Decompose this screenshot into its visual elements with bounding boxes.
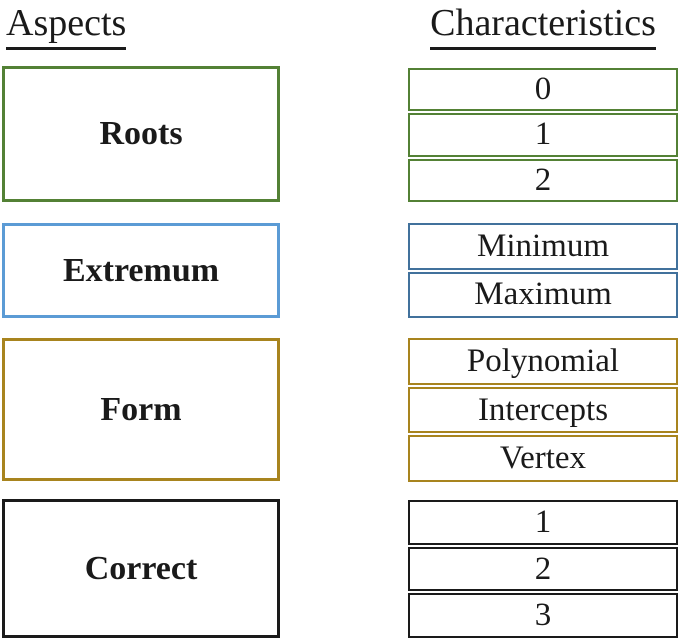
- characteristics-header-label: Characteristics: [430, 2, 656, 50]
- aspect-label-form: Form: [100, 390, 182, 428]
- aspect-label-extremum: Extremum: [62, 251, 220, 289]
- characteristics-group-extremum: Minimum Maximum: [408, 223, 678, 318]
- characteristic-label: 1: [534, 116, 552, 153]
- characteristics-group-roots: 0 1 2: [408, 68, 678, 202]
- characteristic-label: 3: [534, 597, 552, 634]
- characteristic-label: Minimum: [476, 227, 610, 264]
- characteristic-label: Intercepts: [477, 391, 609, 428]
- characteristic-label: Vertex: [499, 440, 587, 477]
- characteristic-cell-form-1: Intercepts: [408, 386, 678, 434]
- characteristic-label: Polynomial: [466, 342, 620, 379]
- characteristic-cell-roots-0: 0: [408, 68, 678, 112]
- characteristic-cell-extremum-1: Maximum: [408, 271, 678, 318]
- characteristic-label: 0: [534, 71, 552, 108]
- characteristic-cell-form-0: Polynomial: [408, 338, 678, 385]
- aspect-label-correct: Correct: [84, 549, 198, 587]
- aspect-label-roots: Roots: [99, 115, 183, 152]
- characteristics-group-correct: 1 2 3: [408, 500, 678, 639]
- characteristic-cell-extremum-0: Minimum: [408, 223, 678, 270]
- characteristic-label: 1: [534, 503, 552, 540]
- characteristic-cell-correct-2: 3: [408, 593, 678, 639]
- characteristic-cell-roots-1: 1: [408, 113, 678, 157]
- aspects-header-label: Aspects: [6, 2, 127, 50]
- aspect-box-roots: Roots: [2, 66, 280, 202]
- characteristic-cell-form-2: Vertex: [408, 435, 678, 483]
- characteristic-label: 2: [534, 550, 552, 587]
- characteristic-label: Maximum: [474, 276, 612, 313]
- characteristic-label: 2: [534, 161, 552, 198]
- characteristics-group-form: Polynomial Intercepts Vertex: [408, 338, 678, 483]
- aspect-box-extremum: Extremum: [2, 223, 280, 318]
- aspects-column-header: Aspects: [6, 2, 127, 50]
- characteristic-cell-roots-2: 2: [408, 158, 678, 202]
- characteristic-cell-correct-0: 1: [408, 500, 678, 545]
- characteristics-column-header: Characteristics: [408, 2, 678, 50]
- aspect-box-form: Form: [2, 338, 280, 481]
- aspect-box-correct: Correct: [2, 499, 280, 638]
- characteristic-cell-correct-1: 2: [408, 546, 678, 592]
